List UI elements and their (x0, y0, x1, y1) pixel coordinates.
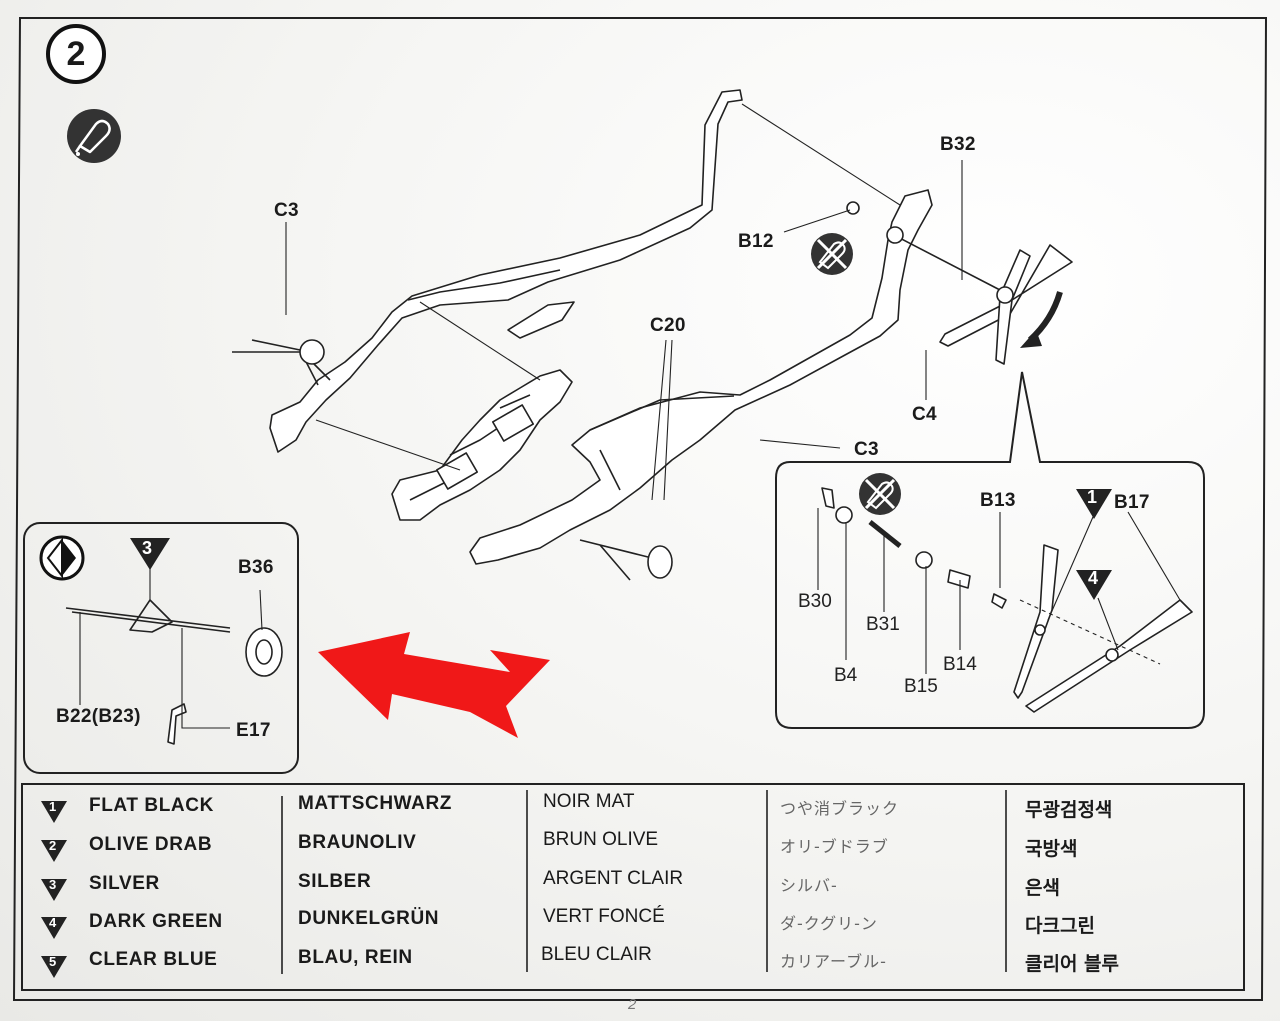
part-label-b32: B32 (940, 134, 976, 155)
cement-tube-icon (67, 109, 121, 163)
legend-german: SILBER (298, 871, 372, 892)
legend-number-triangle (41, 917, 67, 939)
part-label-b22: B22(B23) (56, 706, 141, 727)
part-label-c4: C4 (912, 404, 937, 425)
legend-japanese: ダ-クグリ-ン (780, 914, 878, 933)
step-number-badge: 2 (46, 24, 106, 84)
part-label-b15: B15 (904, 676, 938, 697)
callout-number: 3 (142, 538, 153, 558)
part-label-c20: C20 (650, 315, 686, 336)
legend-number: 5 (49, 954, 57, 969)
landing-gear-inset-frame (23, 522, 299, 774)
legend-french: BLEU CLAIR (541, 944, 652, 965)
part-label-b14: B14 (943, 654, 977, 675)
legend-japanese: カリアーブル- (780, 952, 887, 971)
callout-number: 1 (1087, 487, 1098, 507)
legend-number-triangle (41, 879, 67, 901)
legend-number: 4 (49, 915, 57, 930)
legend-korean: 무광검정색 (1025, 799, 1113, 821)
part-label-b36: B36 (238, 557, 274, 578)
no-cement-icon (859, 473, 901, 515)
legend-german: BRAUNOLIV (298, 832, 417, 853)
part-label-b12: B12 (738, 231, 774, 252)
legend-french: NOIR MAT (543, 791, 635, 812)
part-label-c3: C3 (274, 200, 299, 221)
part-label-b13: B13 (980, 490, 1016, 511)
cockpit-tub (391, 369, 573, 521)
part-label-b17: B17 (1114, 492, 1150, 513)
color-callout-triangle (1076, 570, 1112, 600)
legend-korean: 다크그린 (1025, 915, 1095, 937)
legend-korean: 클리어 블루 (1025, 953, 1120, 975)
red-direction-arrow (318, 632, 550, 738)
legend-french: ARGENT CLAIR (543, 868, 684, 889)
legend-number-triangle (41, 840, 67, 862)
legend-number: 1 (49, 799, 57, 814)
color-callout-triangle (1076, 489, 1112, 519)
step-number: 2 (66, 34, 86, 73)
rotor-inset-frame (775, 371, 1205, 729)
legend-french: BRUN OLIVE (543, 829, 659, 850)
part-label-b30: B30 (798, 591, 832, 612)
no-cement-icon (811, 233, 853, 275)
left-fuselage-half (269, 89, 743, 453)
callout-number: 4 (1088, 568, 1099, 588)
legend-german: BLAU, REIN (298, 947, 413, 968)
legend-english: OLIVE DRAB (89, 834, 213, 855)
legend-korean: 국방색 (1025, 838, 1078, 860)
page-number: 2 (628, 996, 637, 1013)
legend-german: DUNKELGRÜN (298, 908, 440, 929)
legend-english: FLAT BLACK (89, 795, 214, 816)
legend-number-triangle (41, 956, 67, 978)
legend-number: 3 (49, 877, 57, 892)
color-callout-triangle (130, 538, 170, 570)
legend-japanese: オリ-ブドラブ (780, 837, 889, 856)
legend-korean: 은색 (1025, 877, 1060, 899)
part-label-c3: C3 (854, 439, 879, 460)
bend-direction-icon (39, 535, 85, 581)
legend-number: 2 (49, 838, 57, 853)
legend-english: CLEAR BLUE (89, 949, 218, 970)
legend-japanese: つや消ブラック (780, 799, 900, 818)
part-label-b31: B31 (866, 614, 900, 635)
legend-english: DARK GREEN (89, 911, 223, 932)
part-label-e17: E17 (236, 720, 271, 741)
legend-german: MATTSCHWARZ (298, 793, 452, 814)
legend-number-triangle (41, 801, 67, 823)
part-label-b4: B4 (834, 665, 858, 686)
right-fuselage-half (469, 189, 933, 565)
legend-french: VERT FONCÉ (543, 906, 665, 927)
legend-japanese: シルバ- (780, 876, 838, 895)
legend-english: SILVER (89, 873, 160, 894)
